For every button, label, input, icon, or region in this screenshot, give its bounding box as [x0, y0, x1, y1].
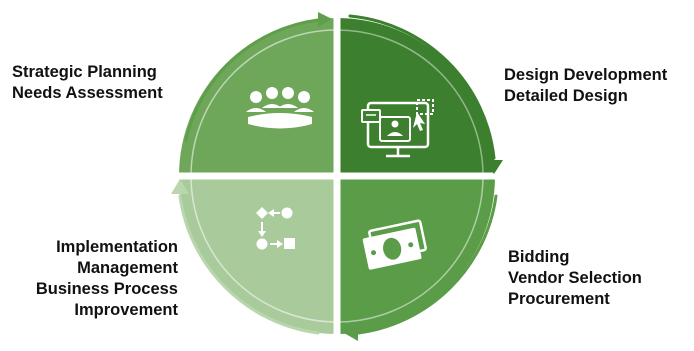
cycle-arrows: [178, 14, 498, 335]
label-line: Business Process: [35, 280, 178, 298]
quadrant-design-development: [336, 18, 495, 177]
money-bills-icon: [362, 219, 427, 270]
label-line: Bidding: [508, 248, 570, 266]
arrowheads: [171, 12, 503, 341]
label-line: Implementation: [56, 238, 178, 256]
label-line: Needs Assessment: [12, 84, 163, 102]
arrowhead-left: [171, 179, 189, 194]
quadrant-dividers: [173, 12, 501, 340]
arrowhead-right: [485, 160, 503, 174]
process-flow-icon: [256, 207, 295, 250]
label-bidding: Bidding Vendor Selection Procurement: [508, 247, 642, 310]
label-line: Design Development: [504, 66, 668, 84]
computer-screen-design-icon: [361, 99, 434, 158]
arrowhead-top: [318, 12, 332, 27]
label-line: Management: [77, 259, 178, 277]
label-line: Detailed Design: [504, 87, 628, 105]
arrowhead-bottom: [344, 325, 358, 341]
label-implementation: Implementation Management Business Proce…: [36, 237, 178, 321]
people-meeting-icon: [246, 87, 314, 129]
label-line: Vendor Selection: [508, 269, 642, 287]
label-design-development: Design Development Detailed Design: [504, 65, 667, 107]
label-strategic-planning: Strategic Planning Needs Assessment: [12, 62, 163, 104]
label-line: Procurement: [508, 290, 610, 308]
label-line: Improvement: [74, 301, 178, 319]
label-line: Strategic Planning: [12, 63, 157, 81]
quadrant-implementation: [179, 175, 338, 334]
